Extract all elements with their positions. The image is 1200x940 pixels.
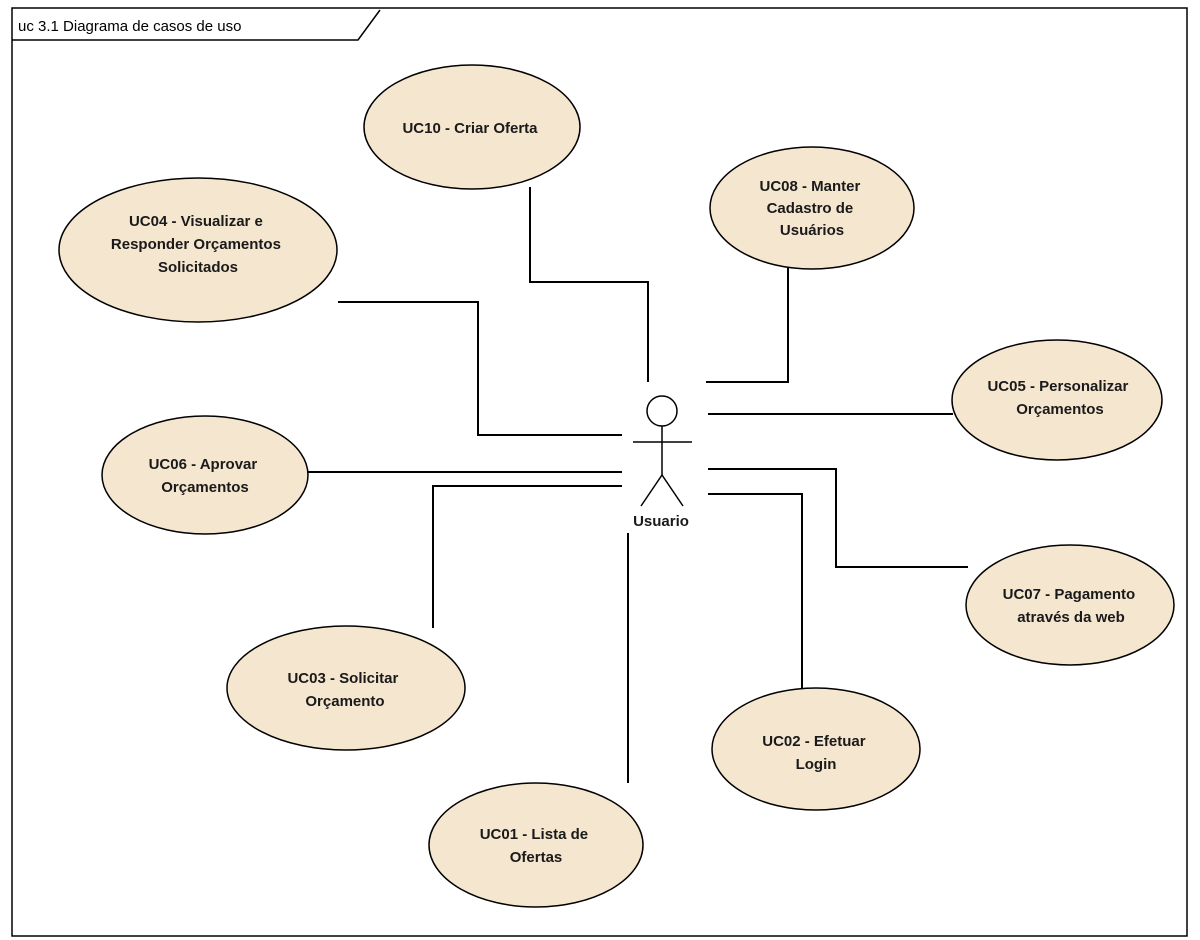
use-case-label: UC01 - Lista de Ofertas (480, 826, 593, 866)
use-case-ellipse (965, 544, 1175, 666)
use-case-uc07[interactable]: UC07 - Pagamento através da web (965, 544, 1175, 666)
use-case-uc05[interactable]: UC05 - Personalizar Orçamentos (951, 339, 1163, 461)
use-case-ellipse (711, 687, 921, 811)
frame-title-tab (12, 9, 381, 41)
frame-title: uc 3.1 Diagrama de casos de uso (18, 18, 241, 35)
use-case-label: UC10 - Criar Oferta (402, 120, 538, 137)
use-case-label: UC04 - Visualizar e Responder Orçamentos… (111, 213, 285, 276)
use-case-label: UC06 - Aprovar Orçamentos (149, 456, 262, 496)
assoc-uc08 (706, 267, 789, 383)
stick-figure-icon (633, 395, 692, 507)
use-case-uc02[interactable]: UC02 - Efetuar Login (711, 687, 921, 811)
use-case-uc08[interactable]: UC08 - Manter Cadastro de Usuários (709, 146, 915, 270)
actor-label: Usuario (633, 513, 689, 530)
use-case-label: UC02 - Efetuar Login (762, 733, 870, 773)
assoc-uc03 (432, 485, 622, 628)
use-case-ellipse (58, 177, 338, 323)
use-case-ellipse (363, 64, 581, 190)
associations (308, 187, 968, 783)
use-case-ellipse (428, 782, 644, 908)
use-case-uc03[interactable]: UC03 - Solicitar Orçamento (226, 625, 466, 751)
use-case-label: UC05 - Personalizar Orçamentos (987, 378, 1132, 418)
use-case-ellipse (226, 625, 466, 751)
use-case-uc01[interactable]: UC01 - Lista de Ofertas (428, 782, 644, 908)
use-case-label: UC03 - Solicitar Orçamento (287, 670, 402, 710)
use-case-uc06[interactable]: UC06 - Aprovar Orçamentos (101, 415, 309, 535)
use-case-uc04[interactable]: UC04 - Visualizar e Responder Orçamentos… (58, 177, 338, 323)
use-case-ellipse (101, 415, 309, 535)
use-case-label: UC08 - Manter Cadastro de Usuários (759, 178, 864, 239)
actor-usuario[interactable]: Usuario (633, 395, 692, 530)
assoc-uc10 (529, 187, 649, 382)
assoc-uc07 (708, 468, 968, 568)
use-case-uc10[interactable]: UC10 - Criar Oferta (363, 64, 581, 190)
use-case-ellipse (951, 339, 1163, 461)
use-case-ellipse (709, 146, 915, 270)
assoc-uc02 (708, 493, 803, 690)
use-case-label: UC07 - Pagamento através da web (1003, 586, 1140, 626)
assoc-uc04 (338, 301, 622, 436)
